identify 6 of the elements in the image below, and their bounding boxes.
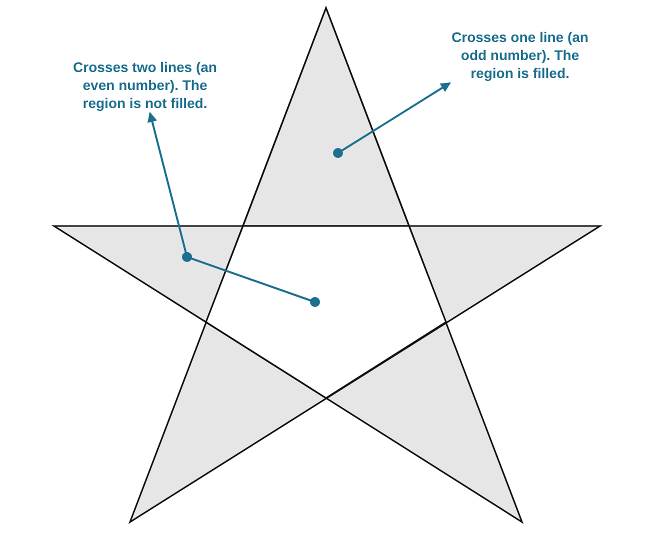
callout-text: Crosses two lines (an even number). The region is not filled. [70,58,220,112]
arrow [333,82,451,158]
callout-text: Crosses one line (an odd number). The region is filled. [445,28,595,82]
center-pentagon-region [205,225,447,399]
star-point-region [242,6,410,227]
arrow [148,112,320,307]
